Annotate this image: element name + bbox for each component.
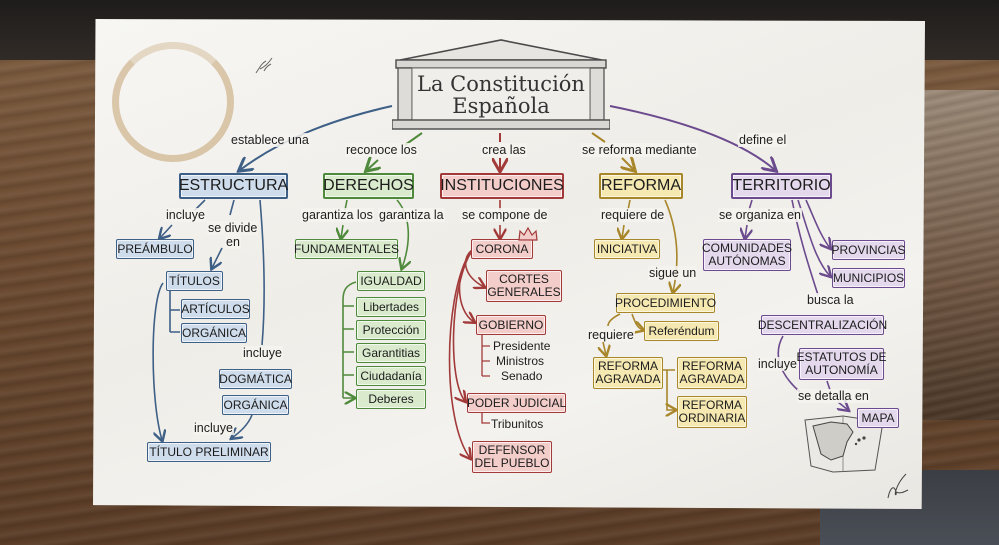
comunidades-line-2: AUTÓNOMAS xyxy=(708,254,786,268)
node-reforma-agravada-2[interactable]: REFORMA AGRAVADA xyxy=(677,357,747,389)
defensor-line-1: DEFENSOR xyxy=(478,443,546,458)
link-label-garantiza-la: garantiza la xyxy=(378,208,445,222)
agravada-a-line-1: REFORMA xyxy=(598,359,658,374)
link-label-en: en xyxy=(225,235,241,249)
link-label-incluye-2: incluye xyxy=(242,346,283,360)
coffee-stain xyxy=(112,42,234,162)
comunidades-line-1: COMUNIDADES xyxy=(702,241,793,256)
link-label-se-compone: se compone de xyxy=(461,208,549,222)
pen-scribble-icon xyxy=(255,57,273,74)
node-reforma-agravada-1[interactable]: REFORMA AGRAVADA xyxy=(593,357,663,389)
title-temple: La Constitución Española xyxy=(391,38,611,130)
node-instituciones[interactable]: INSTITUCIONES xyxy=(440,173,564,199)
ordinaria-line-1: REFORMA xyxy=(682,398,742,413)
link-label-se-divide: se divide xyxy=(207,221,259,235)
node-corona[interactable]: CORONA xyxy=(471,239,533,259)
wooden-table-edge xyxy=(918,90,999,420)
node-estatutos-autonomia[interactable]: ESTATUTOS DE AUTONOMÍA xyxy=(796,348,887,380)
link-label-se-organiza: se organiza en xyxy=(718,208,803,222)
node-titulos[interactable]: TÍTULOS xyxy=(166,271,223,291)
node-deberes[interactable]: Deberes xyxy=(356,389,426,409)
link-label-se-detalla: se detalla en xyxy=(797,389,870,403)
agravada-b-line-2: AGRAVADA xyxy=(679,372,745,386)
link-label-reconoce: reconoce los xyxy=(345,143,418,157)
ordinaria-line-2: ORDINARIA xyxy=(678,411,746,425)
node-derechos[interactable]: DERECHOS xyxy=(323,173,414,199)
estatutos-line-1: ESTATUTOS DE xyxy=(796,350,887,365)
node-cortes-generales[interactable]: CORTES GENERALES xyxy=(486,270,562,302)
node-municipios[interactable]: MUNICIPIOS xyxy=(832,268,905,288)
node-articulos[interactable]: ARTÍCULOS xyxy=(181,299,250,319)
link-label-reforma: se reforma mediante xyxy=(581,143,698,157)
title-line-2: Española xyxy=(452,94,550,118)
link-label-define: define el xyxy=(738,133,788,147)
agravada-a-line-2: AGRAVADA xyxy=(595,372,661,386)
gobierno-item-senado: Senado xyxy=(501,369,543,383)
node-reforma[interactable]: REFORMA xyxy=(599,173,683,199)
node-gobierno[interactable]: GOBIERNO xyxy=(476,315,546,335)
temple-icon xyxy=(391,39,611,130)
node-referendum[interactable]: Referéndum xyxy=(644,321,719,341)
node-libertades[interactable]: Libertades xyxy=(356,297,426,317)
link-label-incluye-territorio: incluye xyxy=(757,357,798,371)
node-mapa[interactable]: MAPA xyxy=(857,408,899,428)
node-iniciativa[interactable]: INICIATIVA xyxy=(594,239,660,259)
node-reforma-ordinaria[interactable]: REFORMA ORDINARIA xyxy=(677,396,747,428)
link-label-crea: crea las xyxy=(481,143,527,157)
link-label-incluye: incluye xyxy=(165,208,206,222)
crown-icon xyxy=(518,226,538,241)
judicial-item-tribunitos: Tribunitos xyxy=(491,417,544,431)
link-label-requiere-de: requiere de xyxy=(600,208,666,222)
node-poder-judicial[interactable]: PODER JUDICIAL xyxy=(467,393,566,413)
node-igualdad[interactable]: IGUALDAD xyxy=(357,271,425,291)
gobierno-item-ministros: Ministros xyxy=(496,354,545,368)
node-estructura[interactable]: ESTRUCTURA xyxy=(179,173,288,199)
signature-icon xyxy=(887,473,909,499)
node-garantias[interactable]: Garantitias xyxy=(356,343,426,363)
node-territorio[interactable]: TERRITORIO xyxy=(731,173,832,199)
title-line-1: La Constitución xyxy=(417,72,585,96)
node-titulo-preliminar[interactable]: TÍTULO PRELIMINAR xyxy=(147,442,271,462)
node-provincias[interactable]: PROVINCIAS xyxy=(832,240,906,260)
node-fundamentales[interactable]: FUNDAMENTALES xyxy=(294,239,399,259)
node-organica-2[interactable]: ORGÁNICA xyxy=(222,395,289,415)
cortes-line-1: CORTES xyxy=(499,272,549,287)
link-label-busca-la: busca la xyxy=(806,293,855,307)
link-label-establece: establece una xyxy=(230,133,310,147)
agravada-b-line-1: REFORMA xyxy=(682,359,742,374)
node-descentralizacion[interactable]: DESCENTRALIZACIÓN xyxy=(758,315,887,335)
link-label-garantiza-los: garantiza los xyxy=(301,208,374,222)
node-preambulo[interactable]: PREÁMBULO xyxy=(116,239,194,259)
defensor-line-2: DEL PUEBLO xyxy=(474,456,550,470)
spain-map-icon xyxy=(804,415,884,473)
node-proteccion[interactable]: Protección xyxy=(356,320,426,340)
cortes-line-2: GENERALES xyxy=(487,285,561,299)
node-ciudadania[interactable]: Ciudadanía xyxy=(356,366,426,386)
link-label-incluye-3: incluye xyxy=(193,421,234,435)
node-organica-1[interactable]: ORGÁNICA xyxy=(181,323,247,343)
estatutos-line-2: AUTONOMÍA xyxy=(805,363,878,377)
node-comunidades-autonomas[interactable]: COMUNIDADES AUTÓNOMAS xyxy=(702,239,793,271)
link-label-sigue-un: sigue un xyxy=(648,266,698,280)
link-label-requiere: requiere xyxy=(587,328,635,342)
node-defensor-pueblo[interactable]: DEFENSOR DEL PUEBLO xyxy=(472,441,552,473)
node-dogmatica[interactable]: DOGMÁTICA xyxy=(219,369,292,389)
node-procedimiento[interactable]: PROCEDIMIENTO xyxy=(615,293,716,313)
gobierno-item-presidente: Presidente xyxy=(493,339,551,353)
